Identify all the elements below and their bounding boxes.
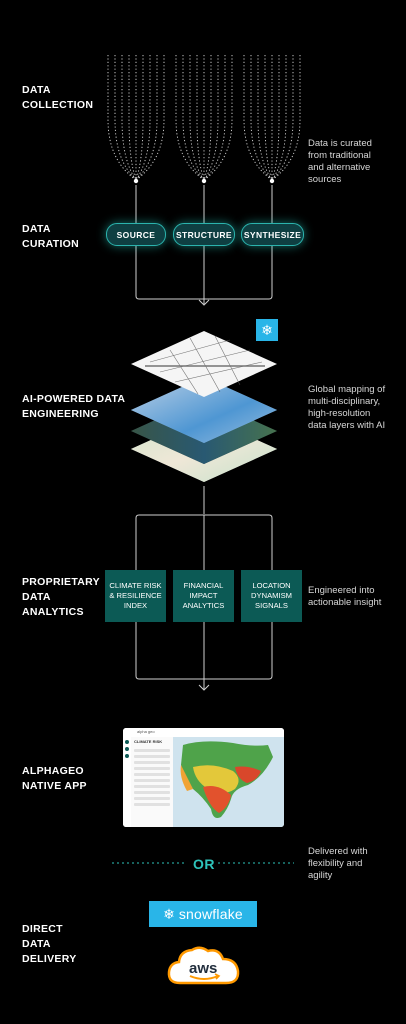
stage-label-direct-delivery: DIRECT DATA DELIVERY: [22, 923, 77, 965]
stage-label-data-curation: DATA CURATION: [22, 223, 80, 250]
pill-structure: STRUCTURE: [173, 223, 235, 246]
app-map-view: [173, 737, 284, 827]
stage-label-ai-data-engineering: AI-POWERED DATA ENGINEERING: [22, 393, 126, 420]
analytics-connector: [135, 486, 273, 691]
note-analytics: Engineered into actionable insight: [308, 585, 382, 608]
app-side-panel: CLIMATE RISK: [131, 737, 174, 827]
box-location-dynamism: LOCATION DYNAMISM SIGNALS: [241, 570, 302, 622]
stage-label-native-app: ALPHAGEO NATIVE APP: [22, 765, 87, 792]
collection-funnel: [243, 55, 301, 184]
snowflake-icon: ❄: [256, 319, 278, 341]
alphageo-app-screenshot: alpha geo CLIMATE RISK: [123, 728, 284, 827]
box-climate-risk-index: CLIMATE RISK & RESILIENCE INDEX: [105, 570, 166, 622]
box-financial-impact: FINANCIAL IMPACT ANALYTICS: [173, 570, 234, 622]
stage-label-data-collection: DATA COLLECTION: [22, 84, 94, 111]
aws-wordmark: aws: [189, 960, 217, 977]
collection-funnel: [175, 55, 233, 184]
snowflake-logo: ❄ snowflake: [149, 901, 257, 927]
pill-source: SOURCE: [106, 223, 166, 246]
note-delivery: Delivered with flexibility and agility: [308, 846, 368, 881]
note-collection: Data is curated from traditional and alt…: [308, 138, 372, 185]
map-layer-stack: [131, 331, 277, 482]
snowflake-icon: ❄: [163, 905, 175, 922]
pill-synthesize: SYNTHESIZE: [241, 223, 304, 246]
or-label: OR: [193, 856, 215, 872]
stage-label-proprietary-analytics: PROPRIETARY DATA ANALYTICS: [22, 576, 100, 618]
collection-funnel: [107, 55, 165, 184]
app-panel-title: CLIMATE RISK: [134, 739, 163, 744]
note-engineering: Global mapping of multi-disciplinary, hi…: [308, 384, 386, 431]
curation-connector: [135, 185, 273, 306]
collection-funnels: [107, 55, 301, 184]
aws-logo: aws: [167, 946, 240, 985]
snowflake-wordmark: snowflake: [178, 906, 243, 922]
app-title: alpha geo: [137, 729, 155, 734]
aws-smile-icon: [189, 975, 219, 980]
